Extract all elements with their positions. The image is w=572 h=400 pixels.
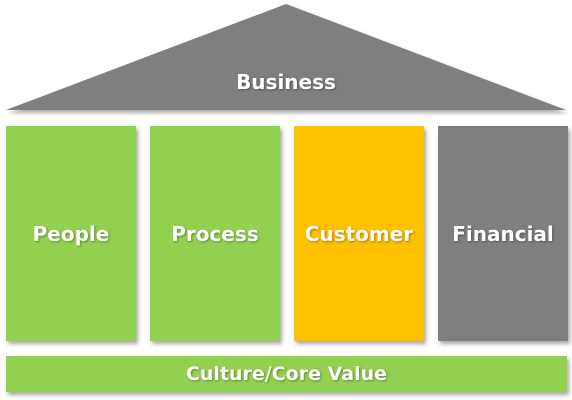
- roof-label: Business: [236, 70, 336, 94]
- pillar-process: Process: [150, 126, 280, 341]
- pillar-customer: Customer: [294, 126, 424, 341]
- pillar-financial: Financial: [438, 126, 568, 341]
- roof-triangle: [6, 4, 566, 110]
- pillar-people: People: [6, 126, 136, 341]
- base-culture-core-value: Culture/Core Value: [6, 356, 567, 392]
- roof: [6, 4, 566, 110]
